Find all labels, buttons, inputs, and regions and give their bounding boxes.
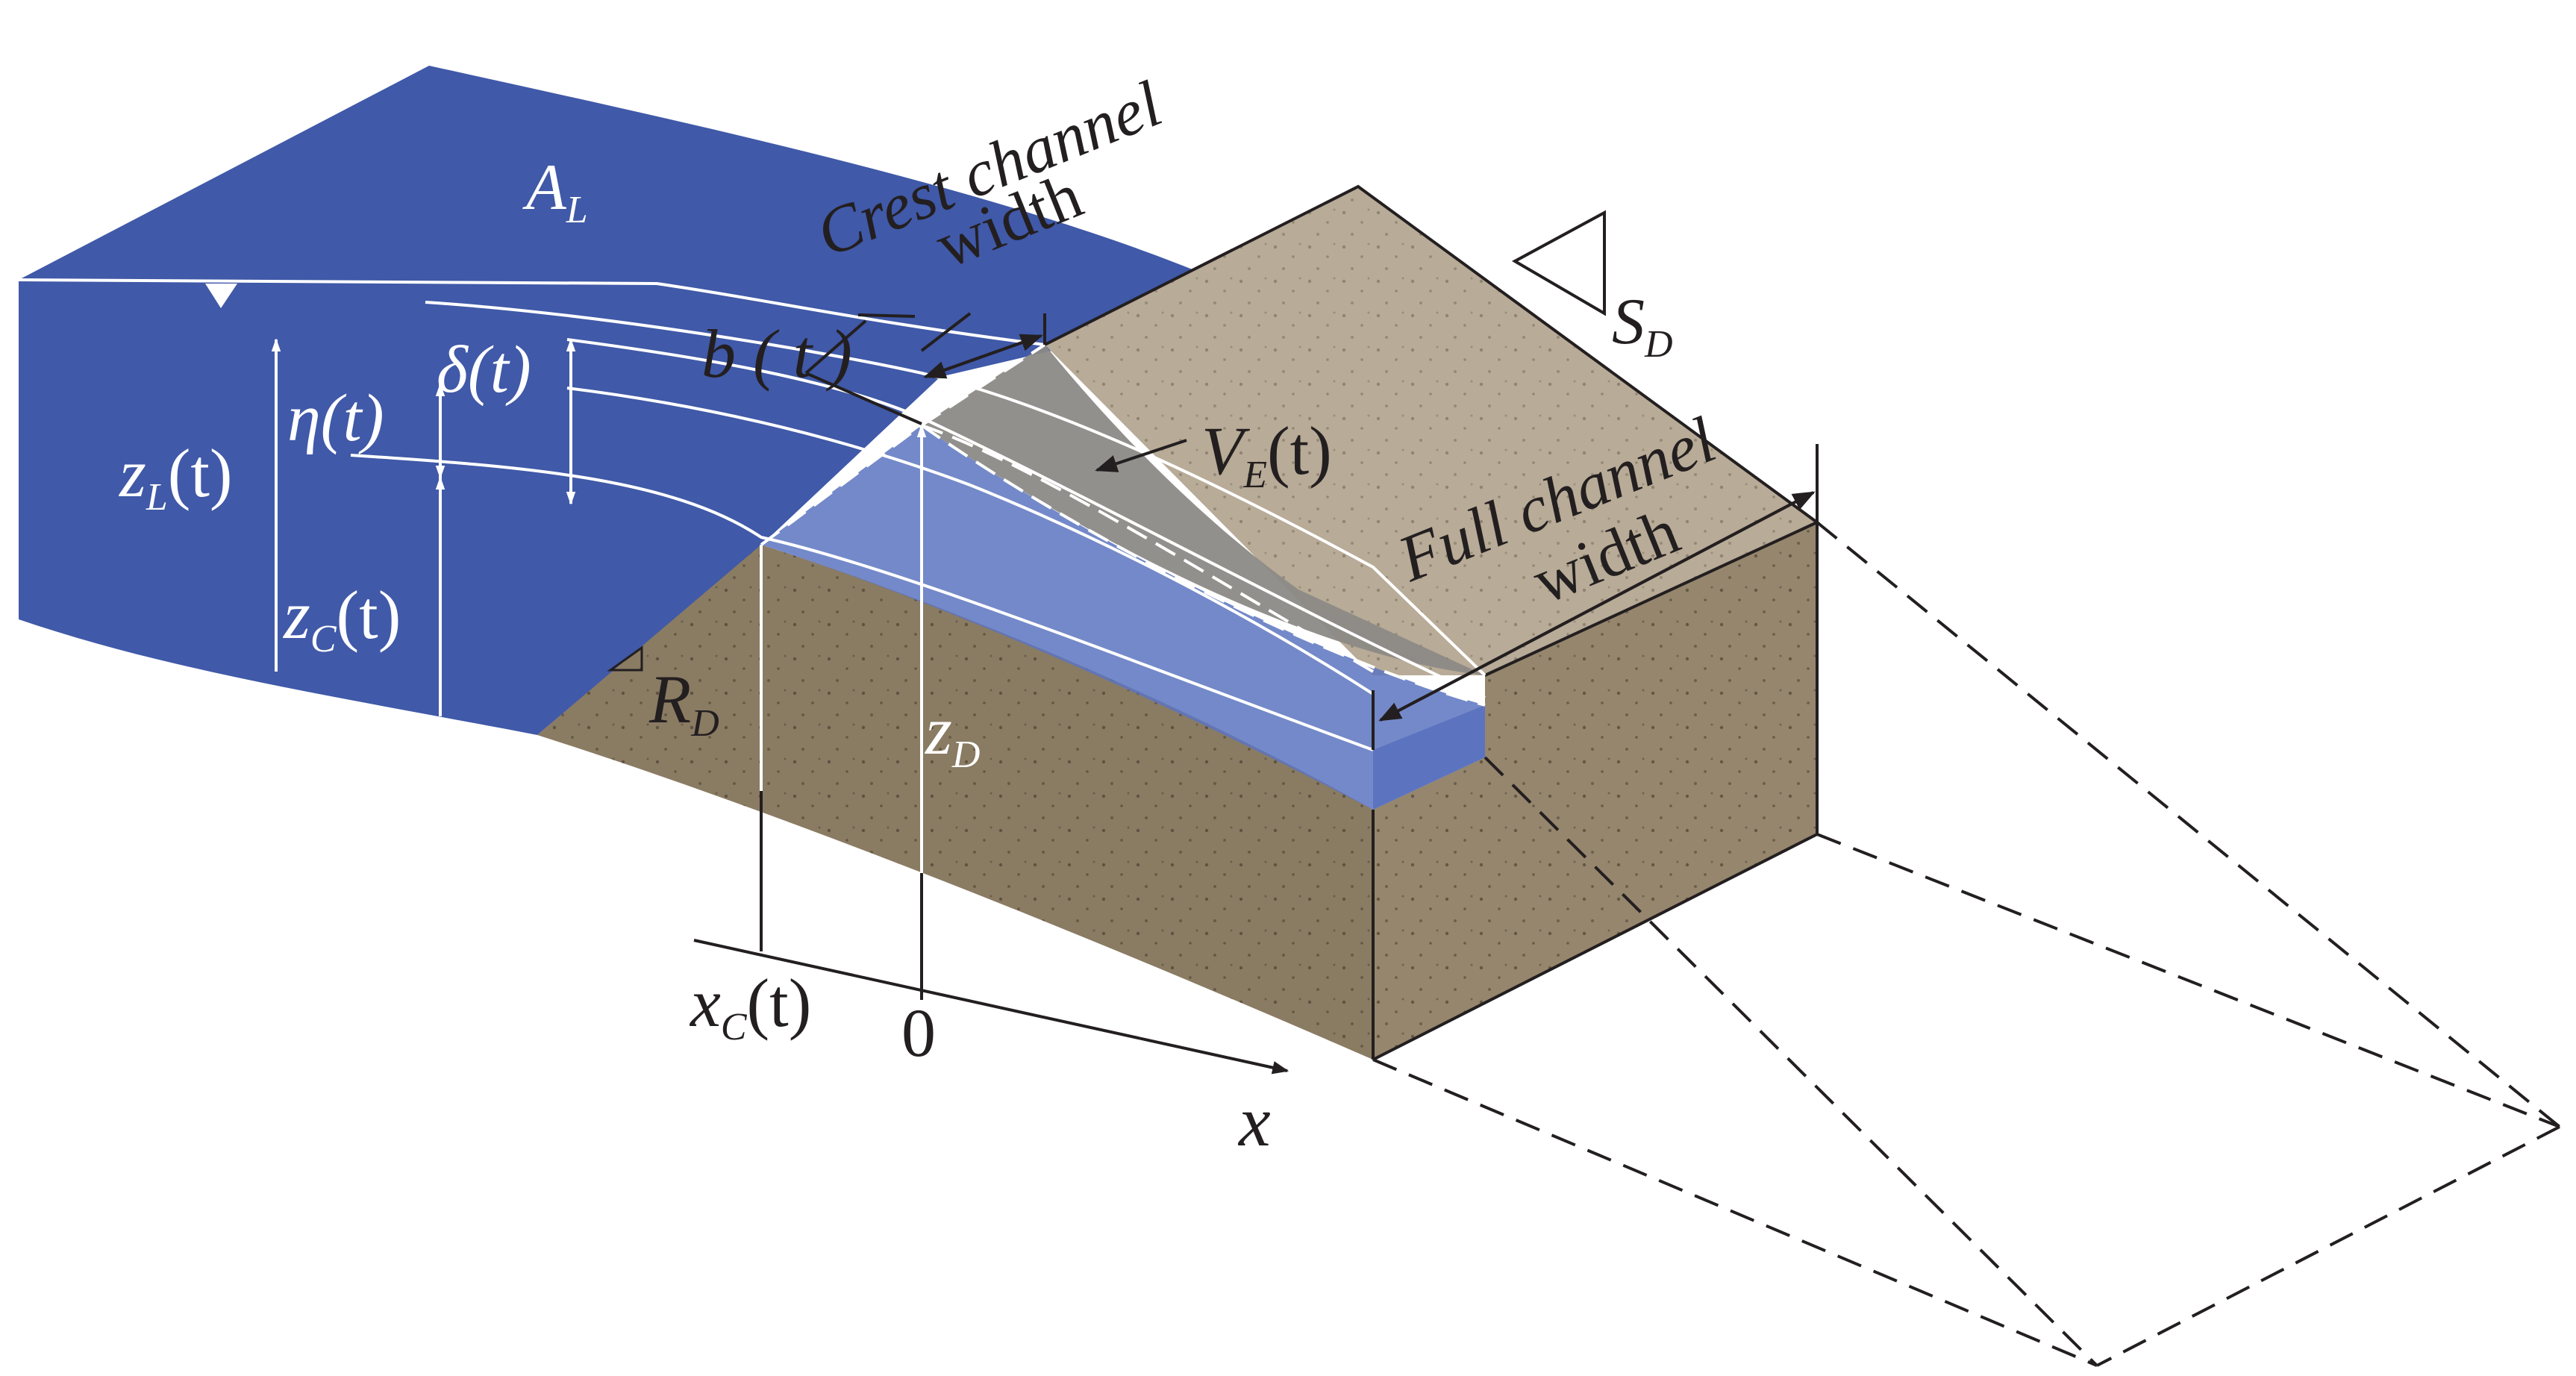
label-r-d: RD: [648, 661, 719, 745]
full-width-dimension: [1372, 444, 1819, 750]
label-z-d: zD: [924, 692, 980, 776]
label-eta-t: η(t): [287, 381, 384, 455]
breach-channel: [761, 425, 1485, 810]
label-s-d: SD: [1612, 286, 1673, 366]
x-axis-arrow: [693, 939, 1289, 1075]
slope-triangle-icon: [1511, 210, 1606, 316]
label-reservoir-area: AL: [522, 151, 588, 231]
ve-arrow: [1095, 439, 1187, 472]
slope-triangle-icon: [607, 645, 643, 672]
label-v-e: VE(t): [1201, 413, 1332, 496]
dam-top-texture: [1045, 187, 1817, 675]
breach-channel-water: [761, 425, 1485, 810]
water-level-triangle: [205, 284, 237, 308]
dam-side-texture: [1373, 522, 1817, 1060]
dam-front-texture: [537, 545, 1373, 1060]
label-z-c: zC(t): [282, 577, 401, 660]
breach-channel-outlet: [1373, 705, 1485, 810]
label-x-c: xC(t): [689, 965, 811, 1048]
crest-width-dimension: [804, 312, 1046, 425]
label-x-axis: x: [1237, 1081, 1271, 1161]
dam-body: [537, 187, 1817, 1060]
water-level-lines: [18, 278, 1486, 955]
label-b-t: b ( t ): [701, 316, 852, 392]
reservoir-water-top: [19, 66, 1209, 351]
label-origin: 0: [901, 995, 936, 1071]
downstream-projection: [1372, 521, 2561, 1367]
depth-markers: [205, 284, 576, 716]
label-delta-t: δ(t): [437, 333, 531, 407]
erosion-volume-zone: [922, 345, 1485, 675]
label-z-l: zL(t): [118, 435, 233, 519]
b-leader-line: [857, 313, 916, 318]
x-axis: [693, 791, 1289, 1075]
